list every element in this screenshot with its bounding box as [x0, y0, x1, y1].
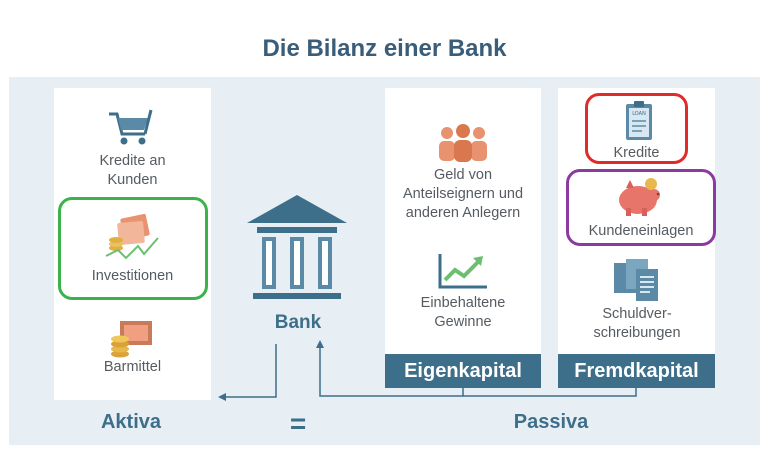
people-group-icon — [439, 124, 487, 162]
fremdkapital-item-label-schuldverschreibungen: Schuldver- schreibungen — [593, 306, 681, 341]
highlight-red-box — [585, 93, 688, 164]
growth-chart-icon — [438, 254, 487, 289]
loan-badge: LOAN — [632, 111, 646, 117]
aktiva-footer: Aktiva — [100, 411, 162, 433]
fremdkapital-item-label-kredite: Kredite — [613, 145, 660, 161]
documents-icon — [614, 259, 658, 301]
aktiva-item-label-investitionen: Investitionen — [91, 268, 174, 284]
piggy-bank-icon — [619, 178, 660, 216]
eigenkapital-footer: Eigenkapital — [385, 354, 541, 388]
aktiva-item-label-kredite: Kredite an Kunden — [99, 153, 166, 188]
cash-coins-icon — [111, 321, 152, 358]
highlight-purple-box — [566, 169, 716, 246]
eigenkapital-item-label-gewinne: Einbehaltene Gewinne — [420, 295, 506, 330]
loan-clipboard-icon: LOAN — [626, 101, 652, 140]
bank-label: Bank — [274, 312, 322, 333]
bank-building-icon — [247, 195, 347, 299]
passiva-footer: Passiva — [513, 411, 589, 433]
aktiva-item-label-barmittel: Barmittel — [103, 359, 162, 375]
investment-chart-icon — [105, 213, 159, 260]
aktiva-card — [54, 88, 211, 400]
fremdkapital-footer: Fremdkapital — [558, 354, 715, 388]
highlight-green-box — [58, 197, 208, 300]
eigenkapital-item-label-geld: Geld von Anteilseignern und anderen Anle… — [402, 167, 524, 221]
fremdkapital-item-label-kundeneinlagen: Kundeneinlagen — [588, 223, 694, 239]
equals-sign: = — [289, 408, 307, 439]
diagram-title: Die Bilanz einer Bank — [9, 20, 760, 77]
shopping-cart-icon — [109, 109, 153, 145]
